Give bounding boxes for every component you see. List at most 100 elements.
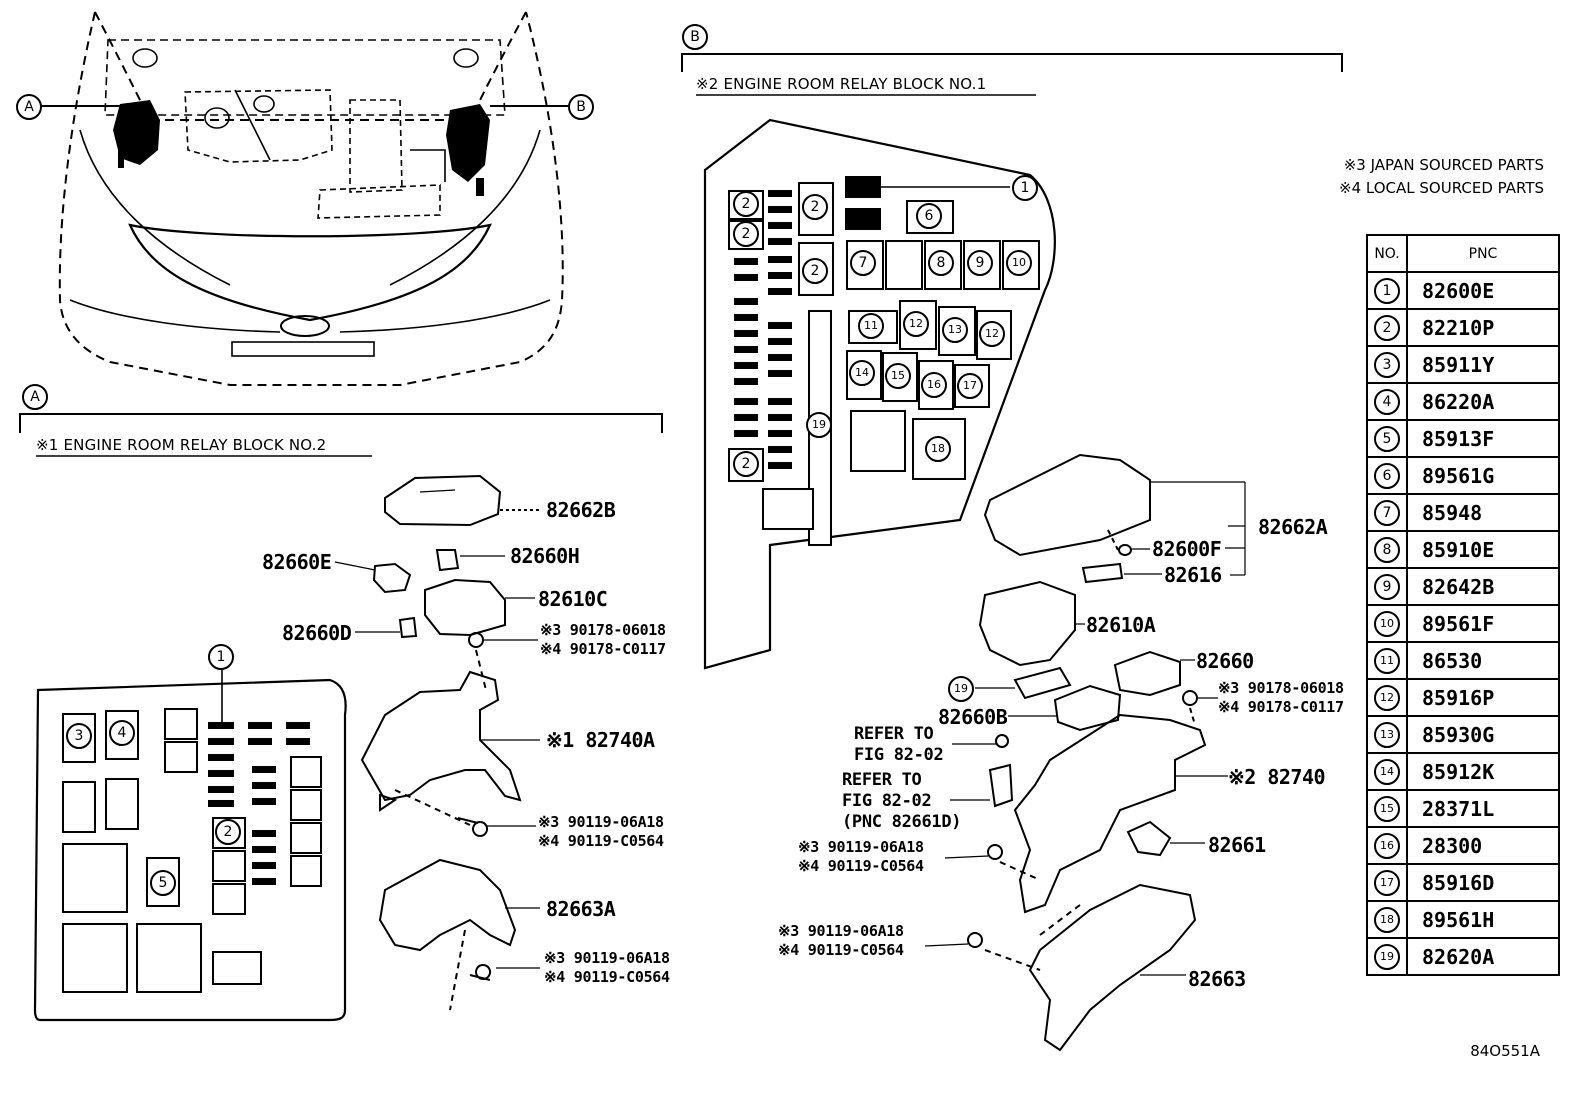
label-82610c: 82610C bbox=[538, 587, 608, 611]
label-82662a: 82662A bbox=[1258, 515, 1328, 539]
row-number-ring: 15 bbox=[1374, 795, 1400, 822]
row-number: 12 bbox=[1366, 678, 1408, 717]
relay-82660d bbox=[398, 616, 418, 639]
relay-82660e bbox=[372, 562, 412, 594]
row-pnc: 82600E bbox=[1406, 271, 1560, 310]
row-number: 2 bbox=[1366, 308, 1408, 347]
row-number: 4 bbox=[1366, 382, 1408, 421]
label-refer-to-2: REFER TO bbox=[842, 770, 922, 790]
row-pnc: 85912K bbox=[1406, 752, 1560, 791]
layout-b-10: 10 bbox=[1006, 250, 1032, 276]
layout-b-2a: 2 bbox=[733, 191, 759, 217]
layout-b-13: 13 bbox=[942, 317, 968, 343]
housing-82740 bbox=[1013, 713, 1207, 914]
row-number-ring: 16 bbox=[1374, 832, 1400, 859]
row-number: 3 bbox=[1366, 345, 1408, 384]
row-number: 8 bbox=[1366, 530, 1408, 569]
row-pnc: 86220A bbox=[1406, 382, 1560, 421]
bracket-82663 bbox=[1028, 883, 1197, 1052]
layout-b-7: 7 bbox=[850, 250, 876, 276]
label-82660e: 82660E bbox=[262, 550, 332, 574]
connector-19 bbox=[1013, 666, 1072, 700]
row-number: 13 bbox=[1366, 715, 1408, 754]
row-number-ring: 1 bbox=[1374, 277, 1400, 304]
row-pnc: 89561H bbox=[1406, 900, 1560, 939]
bracket-82663a bbox=[378, 858, 517, 952]
row-number-ring: 12 bbox=[1374, 684, 1400, 711]
row-number: 19 bbox=[1366, 937, 1408, 976]
layout-b-8: 8 bbox=[928, 250, 954, 276]
row-number: 17 bbox=[1366, 863, 1408, 902]
row-number-ring: 7 bbox=[1374, 499, 1400, 526]
layout-b-2e: 2 bbox=[733, 451, 759, 477]
label-82610a: 82610A bbox=[1086, 613, 1156, 637]
row-pnc: 82642B bbox=[1406, 567, 1560, 606]
label-82663a: 82663A bbox=[546, 897, 616, 921]
label-90178-06018-b: ※3 90178-06018 bbox=[1218, 679, 1344, 697]
label-refer-to-1: REFER TO bbox=[854, 724, 934, 744]
fuse-82616 bbox=[1081, 562, 1124, 584]
row-number: 9 bbox=[1366, 567, 1408, 606]
layout-item-2: 2 bbox=[215, 819, 241, 845]
row-pnc: 28300 bbox=[1406, 826, 1560, 865]
row-pnc: 85948 bbox=[1406, 493, 1560, 532]
row-number-ring: 17 bbox=[1374, 869, 1400, 896]
row-number: 6 bbox=[1366, 456, 1408, 495]
row-number-ring: 18 bbox=[1374, 906, 1400, 933]
label-90178-c0117-a: ※4 90178-C0117 bbox=[540, 640, 666, 658]
fuse-block-82610c bbox=[424, 578, 506, 637]
relay-block-2-layout bbox=[33, 678, 347, 1022]
section-a-item-1: 1 bbox=[208, 644, 234, 670]
row-number-ring: 13 bbox=[1374, 721, 1400, 748]
callout-b-marker: B bbox=[568, 94, 594, 120]
row-number-ring: 14 bbox=[1374, 758, 1400, 785]
layout-item-3: 3 bbox=[66, 723, 92, 749]
label-82660h: 82660H bbox=[510, 544, 580, 568]
housing-82740a bbox=[360, 670, 522, 802]
label-90119-c0564-a2: ※4 90119-C0564 bbox=[544, 968, 670, 986]
row-pnc: 85913F bbox=[1406, 419, 1560, 458]
row-number-ring: 10 bbox=[1374, 610, 1400, 637]
label-90178-06018-a: ※3 90178-06018 bbox=[540, 621, 666, 639]
label-82660d: 82660D bbox=[282, 621, 352, 645]
row-number: 15 bbox=[1366, 789, 1408, 828]
layout-b-17: 17 bbox=[957, 373, 983, 399]
relay-82660b bbox=[1053, 684, 1122, 732]
label-82740: ※2 82740 bbox=[1228, 765, 1326, 789]
callout-a-marker: A bbox=[16, 94, 42, 120]
row-number: 5 bbox=[1366, 419, 1408, 458]
row-number: 11 bbox=[1366, 641, 1408, 680]
section-b-item-1: 1 bbox=[1012, 175, 1038, 201]
label-90119-06a18-b2: ※3 90119-06A18 bbox=[778, 922, 904, 940]
nut-90178 bbox=[468, 632, 484, 648]
label-fig-82-02-2: FIG 82-02 bbox=[842, 791, 932, 811]
layout-b-2d: 2 bbox=[802, 258, 828, 284]
layout-b-16: 16 bbox=[921, 372, 947, 398]
fuse-block-82610a bbox=[978, 580, 1076, 667]
row-number-ring: 19 bbox=[1374, 943, 1400, 970]
row-number-ring: 5 bbox=[1374, 425, 1400, 452]
connector-19-marker: 19 bbox=[948, 676, 974, 702]
label-82661: 82661 bbox=[1208, 833, 1266, 857]
row-pnc: 85910E bbox=[1406, 530, 1560, 569]
row-number-ring: 11 bbox=[1374, 647, 1400, 674]
cover-82662b bbox=[384, 474, 502, 527]
section-b-title: ※2 ENGINE ROOM RELAY BLOCK NO.1 bbox=[696, 75, 987, 93]
relay-block-a-location bbox=[113, 100, 160, 165]
label-90119-06a18-a1: ※3 90119-06A18 bbox=[538, 813, 664, 831]
label-82740a: ※1 82740A bbox=[546, 728, 655, 752]
